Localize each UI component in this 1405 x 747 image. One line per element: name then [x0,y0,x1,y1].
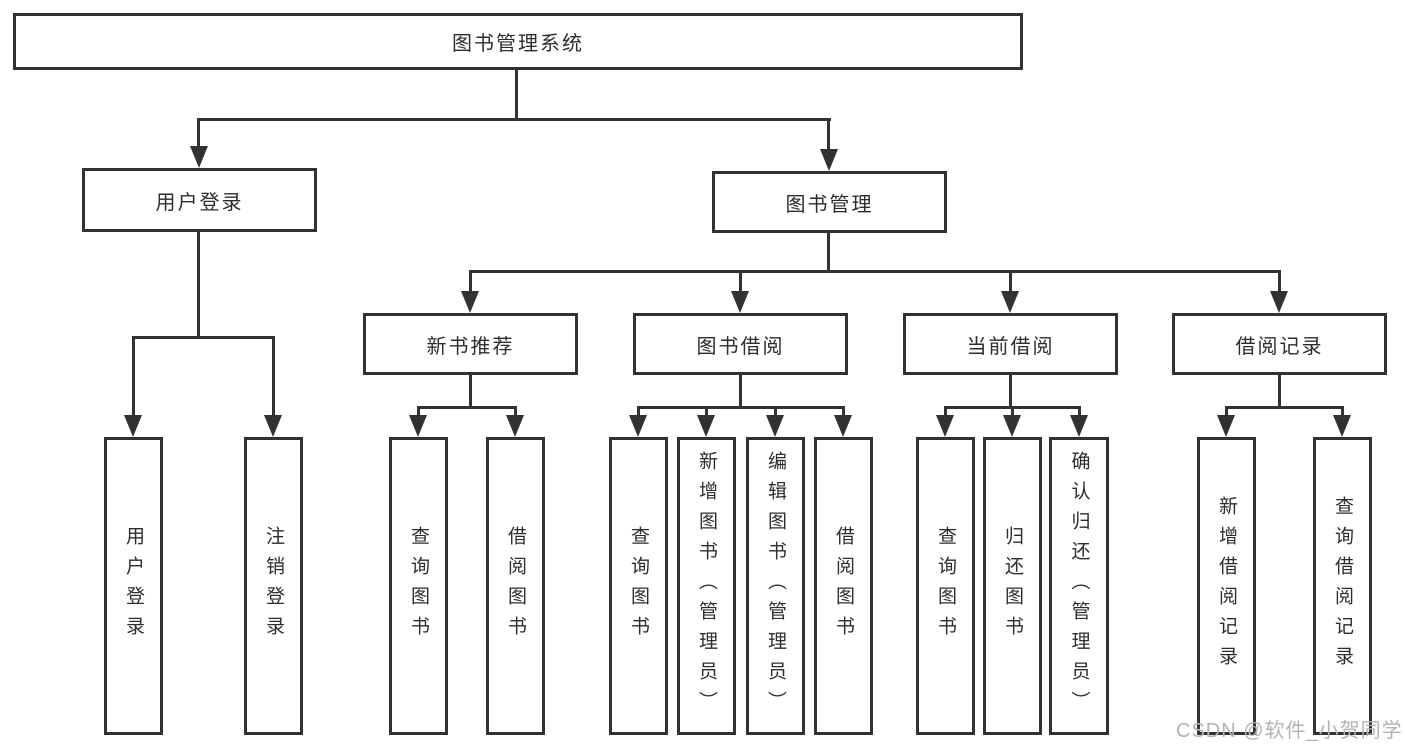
leaf-logout-login: 注销登录 [244,437,303,735]
arrow-down-icon [409,415,427,437]
arrow-down-icon [190,146,208,168]
leaf-query-books-recommend: 查询图书 [389,437,448,735]
connector-line [1009,270,1012,296]
arrow-down-icon [1217,415,1235,437]
arrow-down-icon [124,415,142,437]
leaf-label: 新增借阅记录 [1216,496,1237,676]
connector-line [514,406,517,420]
connector-line [637,406,845,409]
node-book-management: 图书管理 [712,171,947,233]
leaf-label: 确认归还（管理员） [1068,451,1090,721]
connector-line [272,336,275,420]
connector-line [842,406,845,420]
connector-line [132,336,135,420]
node-current-borrow: 当前借阅 [903,313,1118,375]
leaf-label: 查询借阅记录 [1332,496,1353,676]
connector-line [197,232,200,338]
leaf-user-login: 用户登录 [104,437,163,735]
connector-line [1225,406,1228,420]
leaf-query-books-borrow: 查询图书 [609,437,668,735]
connector-line [705,406,708,420]
leaf-return-book: 归还图书 [983,437,1042,735]
connector-line [132,336,275,339]
arrow-down-icon [1003,415,1021,437]
connector-line [1341,406,1344,420]
leaf-add-book-admin: 新增图书（管理员） [677,437,736,735]
connector-line [827,118,830,153]
arrow-down-icon [936,415,954,437]
leaf-add-borrow-record: 新增借阅记录 [1197,437,1256,735]
connector-line [1078,406,1081,420]
connector-line [1225,406,1344,409]
node-user-login: 用户登录 [82,168,317,232]
connector-line [1009,375,1012,408]
connector-line [417,406,420,420]
connector-line [944,406,947,420]
connector-line [739,270,742,296]
arrow-down-icon [834,415,852,437]
connector-line [827,233,830,272]
leaf-query-borrow-record: 查询借阅记录 [1313,437,1372,735]
connector-line [515,70,518,120]
watermark: CSDN @软件_小贺同学 [1176,720,1403,742]
connector-line [469,270,1281,273]
arrow-down-icon [1001,291,1019,313]
connector-line [197,118,200,150]
connector-line [469,375,472,408]
node-new-book-recommend: 新书推荐 [363,313,578,375]
leaf-confirm-return-admin: 确认归还（管理员） [1049,437,1109,735]
leaf-label: 用户登录 [123,526,144,646]
leaf-label: 查询图书 [628,526,649,646]
leaf-borrow-books-recommend: 借阅图书 [486,437,545,735]
arrow-down-icon [461,291,479,313]
connector-line [637,406,640,420]
leaf-label: 编辑图书（管理员） [765,451,786,721]
arrow-down-icon [264,415,282,437]
leaf-query-books-current: 查询图书 [916,437,975,735]
leaf-borrow-books: 借阅图书 [814,437,873,735]
leaf-label: 归还图书 [1002,526,1023,646]
connector-line [417,406,517,409]
connector-line [1278,375,1281,408]
node-borrow-records: 借阅记录 [1172,313,1387,375]
arrow-down-icon [1070,415,1088,437]
arrow-down-icon [1270,291,1288,313]
leaf-label: 查询图书 [935,526,956,646]
leaf-label: 借阅图书 [833,526,854,646]
arrow-down-icon [629,415,647,437]
arrow-down-icon [1333,415,1351,437]
arrow-down-icon [506,415,524,437]
connector-line [469,270,472,296]
connector-line [774,406,777,420]
node-library-system: 图书管理系统 [13,13,1023,70]
leaf-edit-book-admin: 编辑图书（管理员） [746,437,805,735]
connector-line [1278,270,1281,296]
leaf-label: 新增图书（管理员） [696,451,717,721]
arrow-down-icon [766,415,784,437]
leaf-label: 借阅图书 [505,526,526,646]
arrow-down-icon [697,415,715,437]
arrow-down-icon [820,149,838,171]
connector-line [1011,406,1014,420]
leaf-label: 查询图书 [408,526,429,646]
connector-line [739,375,742,408]
connector-line [198,118,831,121]
node-book-borrow: 图书借阅 [633,313,848,375]
leaf-label: 注销登录 [263,526,284,646]
arrow-down-icon [731,291,749,313]
